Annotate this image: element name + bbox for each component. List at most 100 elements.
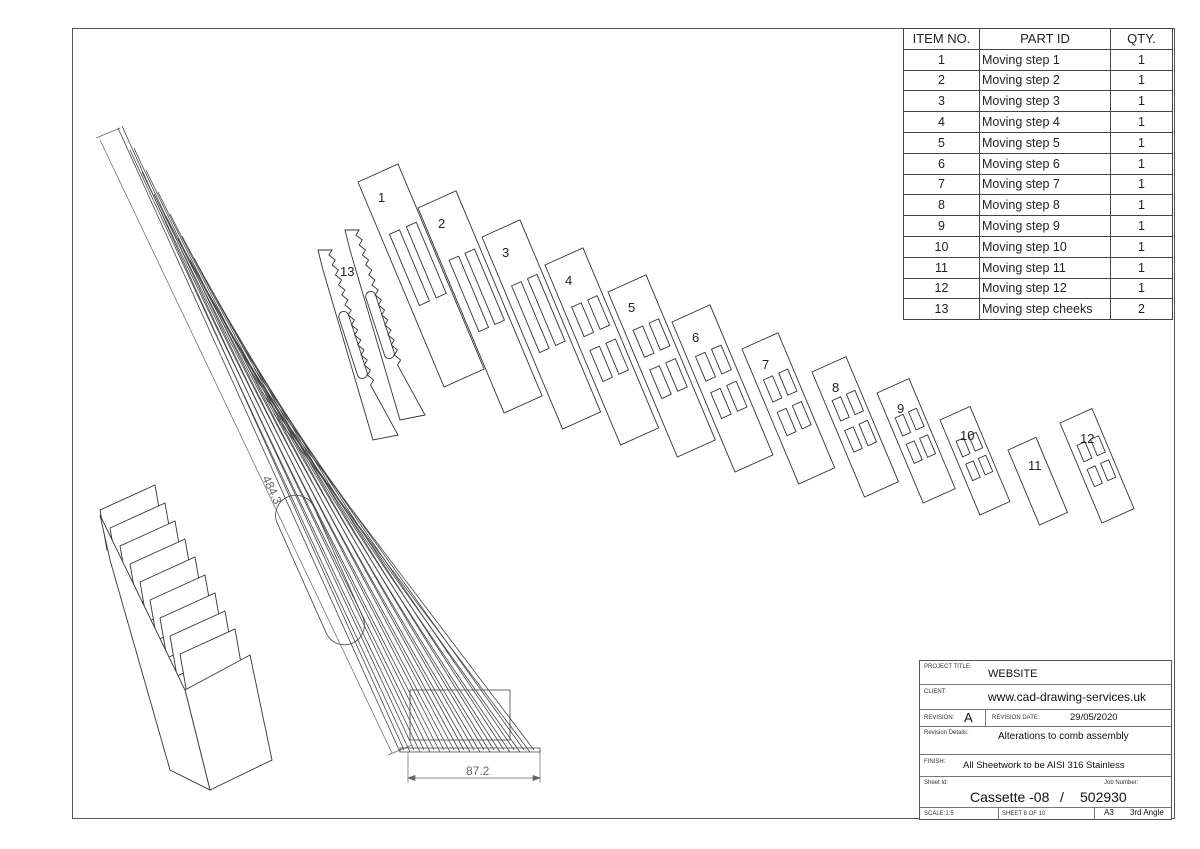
- plate-slot: [388, 229, 430, 307]
- bom-qty: 1: [1110, 111, 1173, 133]
- comb-tooth-edge: [261, 391, 521, 753]
- bom-qty: 1: [1110, 256, 1173, 279]
- bom-part-id: Moving step 11: [979, 256, 1111, 279]
- bom-part-id: Moving step 7: [979, 173, 1111, 196]
- plate-slot: [632, 325, 655, 358]
- bom-part-id: Moving step 10: [979, 235, 1111, 258]
- comb-tooth-edge: [165, 215, 441, 753]
- job-number-label: Job Number:: [1104, 780, 1139, 786]
- bom-item-no: 9: [903, 215, 980, 237]
- projection: 3rd Angle: [1130, 808, 1164, 817]
- moving-step-plate: [544, 247, 660, 446]
- part-label-8: 8: [832, 380, 839, 395]
- bom-header-qty: QTY.: [1110, 28, 1173, 50]
- sheet-number: SHEET 8 OF 10: [1002, 811, 1046, 817]
- moving-step-plate: [357, 163, 485, 388]
- comb-tooth-edge: [249, 369, 511, 753]
- project-title: WEBSITE: [988, 668, 1038, 680]
- comb-tooth-edge: [205, 279, 475, 751]
- sheet-id-row: Sheet Id: Job Number: Cassette -08 / 502…: [920, 777, 1171, 808]
- plate-slot: [710, 387, 732, 420]
- plate-slot: [464, 248, 505, 326]
- moving-step-plate: [939, 405, 1011, 516]
- comb-tooth-edge: [277, 411, 535, 751]
- finish: All Sheetwork to be AISI 316 Stainless: [963, 760, 1125, 771]
- plate-slot: [907, 407, 925, 431]
- plate-slot: [589, 345, 613, 383]
- plate-slot: [977, 454, 994, 476]
- bom-qty: 1: [1110, 173, 1173, 196]
- part-label-6: 6: [692, 330, 699, 345]
- bom-item-no: 8: [903, 194, 980, 217]
- bom-item-no: 3: [903, 90, 980, 113]
- revision-row: REVISION: A REVISION DATE: 29/05/2020: [920, 710, 1171, 727]
- bom-header-item: ITEM NO.: [903, 28, 980, 50]
- revision-details-row: Revision Details: Alterations to comb as…: [920, 727, 1171, 755]
- bom-part-id: Moving step 8: [979, 194, 1111, 217]
- bom-item-no: 11: [903, 256, 980, 279]
- comb-slot: [275, 494, 365, 646]
- bom-item-no: 5: [903, 131, 980, 154]
- comb-tooth-edge: [189, 259, 461, 753]
- bom-item-no: 1: [903, 48, 980, 71]
- bom-part-id: Moving step 12: [979, 277, 1111, 300]
- client: www.cad-drawing-services.uk: [988, 690, 1147, 704]
- bom-qty: 1: [1110, 152, 1173, 175]
- plate-slot: [1086, 465, 1103, 488]
- bom-item-no: 12: [903, 277, 980, 300]
- plate-slot: [605, 338, 629, 375]
- comb-tooth-edge: [121, 125, 405, 751]
- plate-slot: [511, 280, 550, 354]
- bom-item-no: 2: [903, 69, 980, 92]
- plate-slot: [791, 401, 812, 430]
- revision-date-label: REVISION DATE:: [992, 715, 1040, 721]
- plate-slot: [694, 351, 716, 382]
- bom-item-no: 6: [903, 152, 980, 175]
- plate-slot: [726, 380, 748, 412]
- part-label-1: 1: [378, 190, 385, 205]
- comb-tooth-edge: [201, 281, 471, 753]
- bom-part-id: Moving step 5: [979, 131, 1111, 154]
- sheet-id-separator: /: [1060, 789, 1064, 805]
- comb-tooth-edge: [241, 345, 505, 751]
- moving-step-cheeks: [317, 229, 426, 441]
- scale: SCALE:1:5: [924, 811, 954, 817]
- project-title-row: PROJECT TITLE: WEBSITE: [920, 661, 1171, 685]
- comb-tooth-edge: [237, 347, 501, 753]
- part-label-5: 5: [628, 300, 635, 315]
- revision-label: REVISION:: [924, 715, 955, 721]
- finish-row: FINISH: All Sheetwork to be AISI 316 Sta…: [920, 755, 1171, 777]
- plate-slot: [1089, 435, 1106, 457]
- comb-tooth-edge: [153, 193, 431, 753]
- part-label-13: 13: [340, 264, 354, 279]
- sheet-id-label: Sheet Id:: [924, 780, 949, 786]
- paper-size: A3: [1104, 808, 1114, 817]
- plate-slot: [858, 419, 878, 447]
- title-block: PROJECT TITLE: WEBSITE CLIENT: www.cad-d…: [919, 660, 1172, 820]
- bom-qty: 1: [1110, 90, 1173, 113]
- moving-step-plates: [357, 163, 1135, 526]
- revision-date: 29/05/2020: [1070, 712, 1118, 723]
- bom-qty: 1: [1110, 194, 1173, 217]
- plate-slot: [762, 375, 783, 403]
- bom-part-id: Moving step 1: [979, 48, 1111, 71]
- part-label-4: 4: [565, 273, 572, 288]
- bom-part-id: Moving step cheeks: [979, 298, 1111, 321]
- bom-qty: 1: [1110, 215, 1173, 237]
- cheek-slot: [338, 311, 368, 379]
- plate-slot: [778, 368, 798, 396]
- part-label-11: 11: [1028, 458, 1042, 473]
- bom-item-no: 10: [903, 235, 980, 258]
- revision: A: [964, 710, 973, 725]
- plate-slot: [968, 431, 984, 452]
